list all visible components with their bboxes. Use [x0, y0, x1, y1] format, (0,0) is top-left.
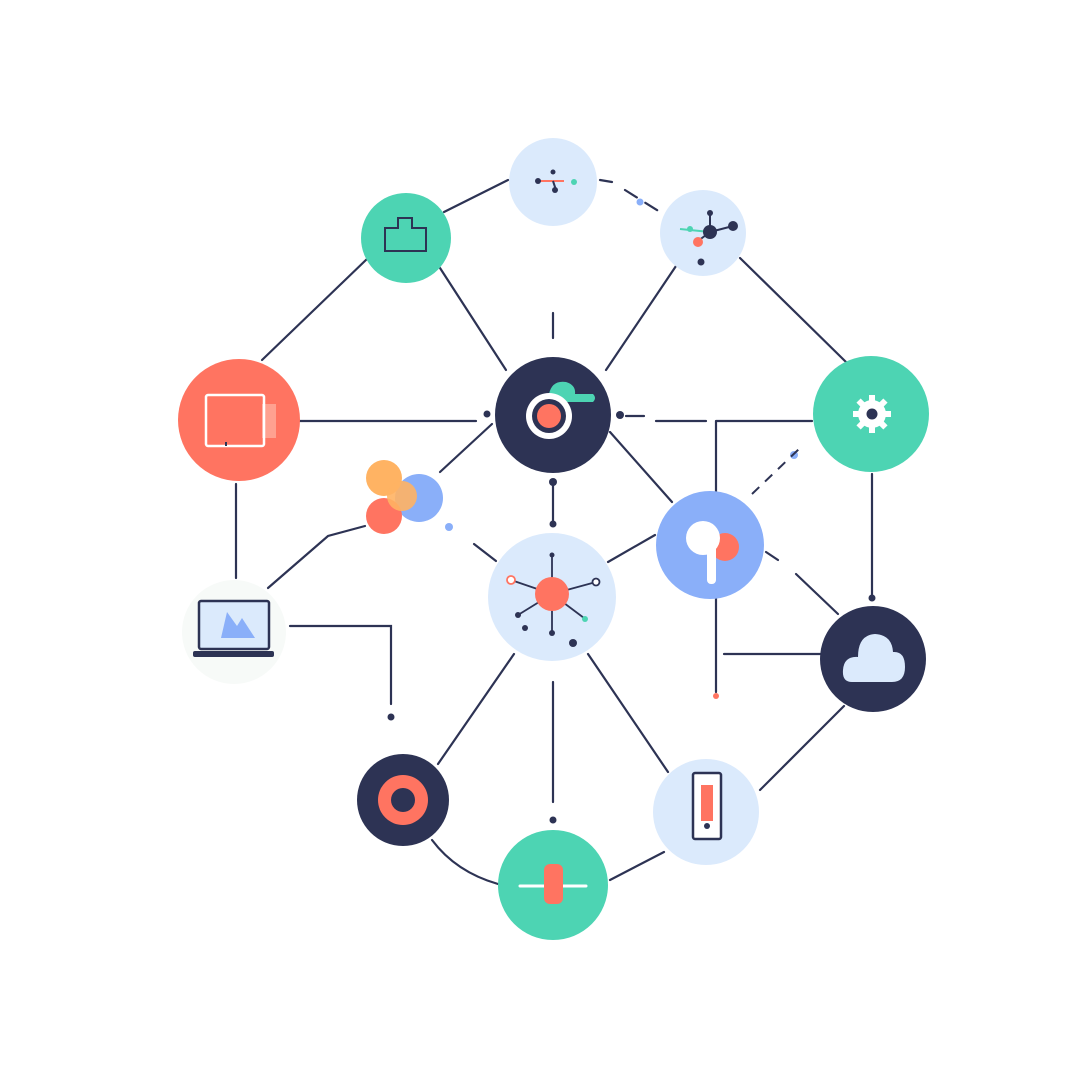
document-icon [204, 393, 276, 448]
link-cluster-hub [438, 422, 494, 474]
link-network-hub [604, 264, 678, 372]
link-laptop-down [288, 624, 393, 706]
ring-icon [378, 775, 428, 825]
link-location-cloud [764, 550, 840, 616]
eye-icon [526, 381, 595, 439]
node-settings[interactable] [813, 356, 929, 472]
node-network-top-right[interactable] [660, 190, 746, 276]
node-briefcase[interactable] [361, 193, 451, 283]
hub-icon [506, 552, 601, 647]
link-settings-location [714, 419, 814, 494]
node-location[interactable] [656, 491, 764, 599]
node-molecule-top[interactable] [509, 138, 597, 226]
slider-icon [518, 864, 588, 904]
cluster-icon [366, 460, 443, 534]
network-icon [679, 210, 738, 266]
node-slider[interactable] [498, 830, 608, 940]
phone-icon [691, 771, 723, 841]
link-briefcase-hub [438, 266, 508, 372]
node-laptop[interactable] [182, 580, 286, 684]
link-hub-location [608, 430, 674, 504]
link-briefcase-molecule [442, 178, 510, 214]
node-cloud[interactable] [820, 606, 926, 712]
link-laptop-cluster [266, 524, 367, 590]
link-cloud-mobile [758, 704, 846, 792]
link-molecule-network [598, 178, 662, 214]
gear-icon [853, 395, 891, 433]
molecule-icon [535, 169, 577, 193]
node-venn-cluster[interactable] [366, 460, 443, 534]
node-central-network[interactable] [488, 533, 616, 661]
link-network-settings [738, 256, 848, 364]
link-central-mobile [586, 652, 670, 774]
link-hub-settings [624, 414, 708, 423]
link-briefcase-document [260, 256, 370, 362]
node-center-hub[interactable] [495, 357, 611, 473]
node-document[interactable] [178, 359, 300, 481]
link-ring-slider [430, 838, 500, 886]
cloud-icon [842, 634, 905, 682]
junction-dots [387, 198, 876, 824]
link-slider-mobile [608, 850, 666, 882]
connections [234, 178, 874, 886]
laptop-icon [193, 599, 274, 657]
pin-icon [686, 521, 739, 584]
link-central-ring [436, 652, 516, 766]
link-central-location [606, 533, 657, 564]
link-cluster-network [472, 542, 498, 563]
node-ring[interactable] [357, 754, 449, 846]
node-mobile[interactable] [653, 759, 759, 865]
briefcase-icon [384, 217, 427, 252]
